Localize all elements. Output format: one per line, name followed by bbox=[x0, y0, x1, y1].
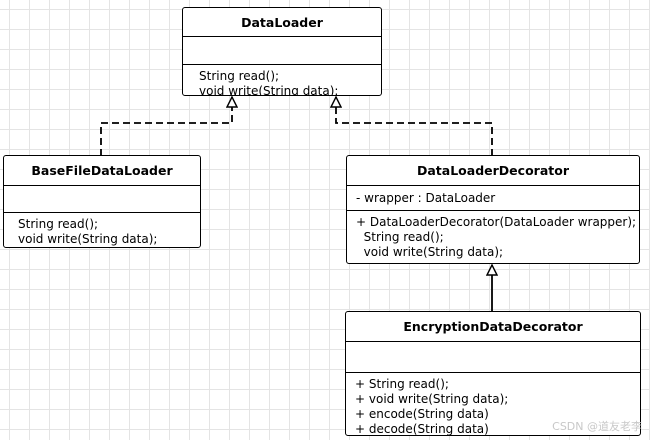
class-encryptiondatadecorator[interactable]: EncryptionDataDecorator + String read();… bbox=[345, 311, 641, 436]
operation: void write(String data); bbox=[199, 84, 339, 96]
class-name: DataLoaderDecorator bbox=[417, 163, 569, 178]
operations-section: + String read(); + void write(String dat… bbox=[346, 372, 640, 436]
attributes-section bbox=[346, 341, 640, 372]
class-name: EncryptionDataDecorator bbox=[403, 319, 583, 334]
operations-section: + DataLoaderDecorator(DataLoader wrapper… bbox=[347, 210, 639, 263]
realization-decorator-to-dataloader bbox=[336, 97, 493, 156]
realization-basefile-to-dataloader bbox=[100, 97, 232, 156]
class-dataloader[interactable]: DataLoader String read(); void write(Str… bbox=[182, 7, 382, 96]
class-name: BaseFileDataLoader bbox=[31, 163, 173, 178]
class-name: DataLoader bbox=[241, 14, 323, 30]
attributes-section bbox=[4, 185, 200, 212]
operation: String read(); bbox=[356, 230, 444, 244]
class-dataloaderdecorator[interactable]: DataLoaderDecorator - wrapper : DataLoad… bbox=[346, 155, 640, 264]
operation: + DataLoaderDecorator(DataLoader wrapper… bbox=[356, 215, 637, 229]
operation: String read(); bbox=[18, 217, 99, 231]
operations-section: String read(); void write(String data); bbox=[4, 212, 200, 247]
watermark: CSDN @道友老李 bbox=[552, 420, 642, 433]
attributes-section bbox=[183, 36, 381, 64]
operations-section: String read(); void write(String data); bbox=[183, 64, 381, 96]
operation: void write(String data); bbox=[18, 232, 158, 246]
attribute: - wrapper : DataLoader bbox=[356, 191, 496, 205]
class-basefiledataloader[interactable]: BaseFileDataLoader String read(); void w… bbox=[3, 155, 201, 248]
operation: + encode(String data) bbox=[355, 407, 489, 421]
operation: String read(); bbox=[199, 69, 280, 83]
operation: + void write(String data); bbox=[355, 392, 509, 406]
operation: + decode(String data) bbox=[355, 422, 489, 436]
operation: + String read(); bbox=[355, 377, 449, 391]
attributes-section: - wrapper : DataLoader bbox=[347, 185, 639, 210]
operation: void write(String data); bbox=[356, 245, 504, 259]
